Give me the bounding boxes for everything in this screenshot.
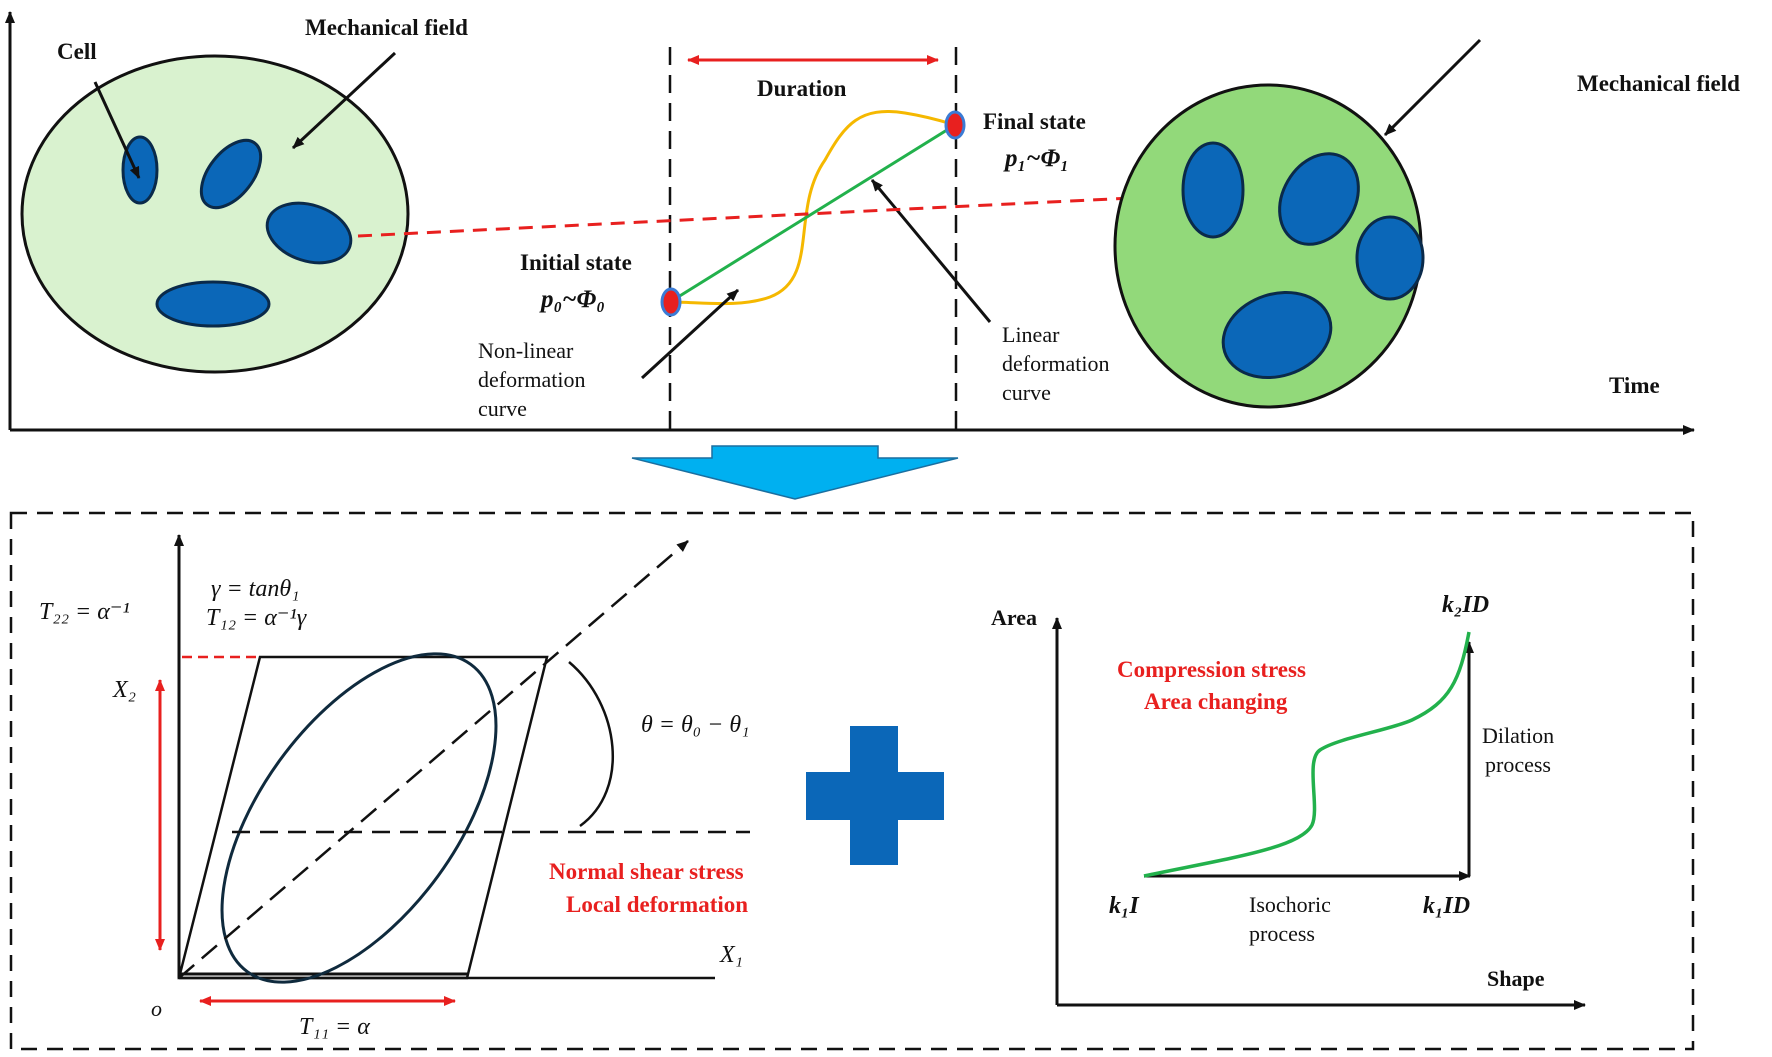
x1-label: X₁ [719,942,743,968]
cell [155,280,271,328]
shape-axis-label: Shape [1487,966,1545,991]
gamma-label: γ = tanθ₁ [211,576,299,602]
nonlinear-deformation-curve [669,110,956,306]
principal-axis [178,540,689,979]
nonlinear-curve-label: Non-linear deformation curve [478,338,591,421]
deformed-cell-ellipse [220,652,498,984]
shear-stress-subtitle: Local deformation [566,892,748,917]
cell-label: Cell [57,39,97,64]
final-state-title: Final state [983,109,1086,134]
cell [1355,215,1425,301]
field-pointer-arrow-left [291,51,397,150]
x2-label: X₂ [112,677,136,703]
bottom-panel-frame [9,511,1695,1051]
cell [199,138,263,210]
area-change-curve [1143,631,1471,878]
field-pointer-arrow-right [1383,38,1482,137]
theta-label: θ = θ₀ − θ₁ [641,712,749,738]
shear-stress-title: Normal shear stress [549,859,744,884]
mechanical-field-label-left: Mechanical field [305,15,468,40]
t12-label: T₁₂ = α⁻¹γ [206,605,307,631]
cell [265,201,353,265]
linear-curve-label: Linear deformation curve [1002,322,1115,405]
linear-curve-pointer-arrow [870,179,992,323]
time-axis-label: Time [1609,373,1660,398]
duration-window [668,47,958,430]
cells-right [1181,141,1425,380]
area-axes [1052,617,1586,1010]
nonlinear-curve-pointer-arrow [640,288,740,380]
t22-label: T₂₂ = α⁻¹ [39,599,130,625]
cell [121,135,159,205]
linear-deformation-curve [669,123,956,304]
initial-state-title: Initial state [520,250,632,275]
cell-track-arrow [357,185,1296,238]
transition-down-arrow [631,445,959,500]
cells-left [121,135,353,328]
cell-pointer-arrow [93,81,141,179]
duration-label: Duration [757,76,847,101]
final-state-formula: p₁~Φ₁ [1003,145,1069,172]
t11-label: T₁₁ = α [299,1014,370,1040]
initial-state-formula: p₀~Φ₀ [539,286,605,313]
compression-stress-subtitle: Area changing [1144,689,1288,714]
k1i-label: k₁I [1109,893,1140,919]
plus-icon [806,726,944,865]
initial-state-point [660,287,682,317]
k2id-label: k₂ID [1442,592,1489,618]
mechanical-field-label-right: Mechanical field [1577,71,1740,96]
area-axis-label: Area [991,605,1037,630]
cell [1221,290,1333,380]
k1id-label: k₁ID [1423,893,1470,919]
theta-angle-arc [568,661,614,828]
shear-parallelogram [177,655,549,980]
origin-label: o [151,996,162,1021]
isochoric-process-label: Isochoric process [1249,892,1336,946]
top-axes [4,11,1695,435]
dilation-process-label: Dilation process [1482,723,1560,777]
cell [1278,152,1360,246]
cell [1181,141,1245,239]
final-state-point [944,110,966,140]
compression-stress-title: Compression stress [1117,657,1306,682]
